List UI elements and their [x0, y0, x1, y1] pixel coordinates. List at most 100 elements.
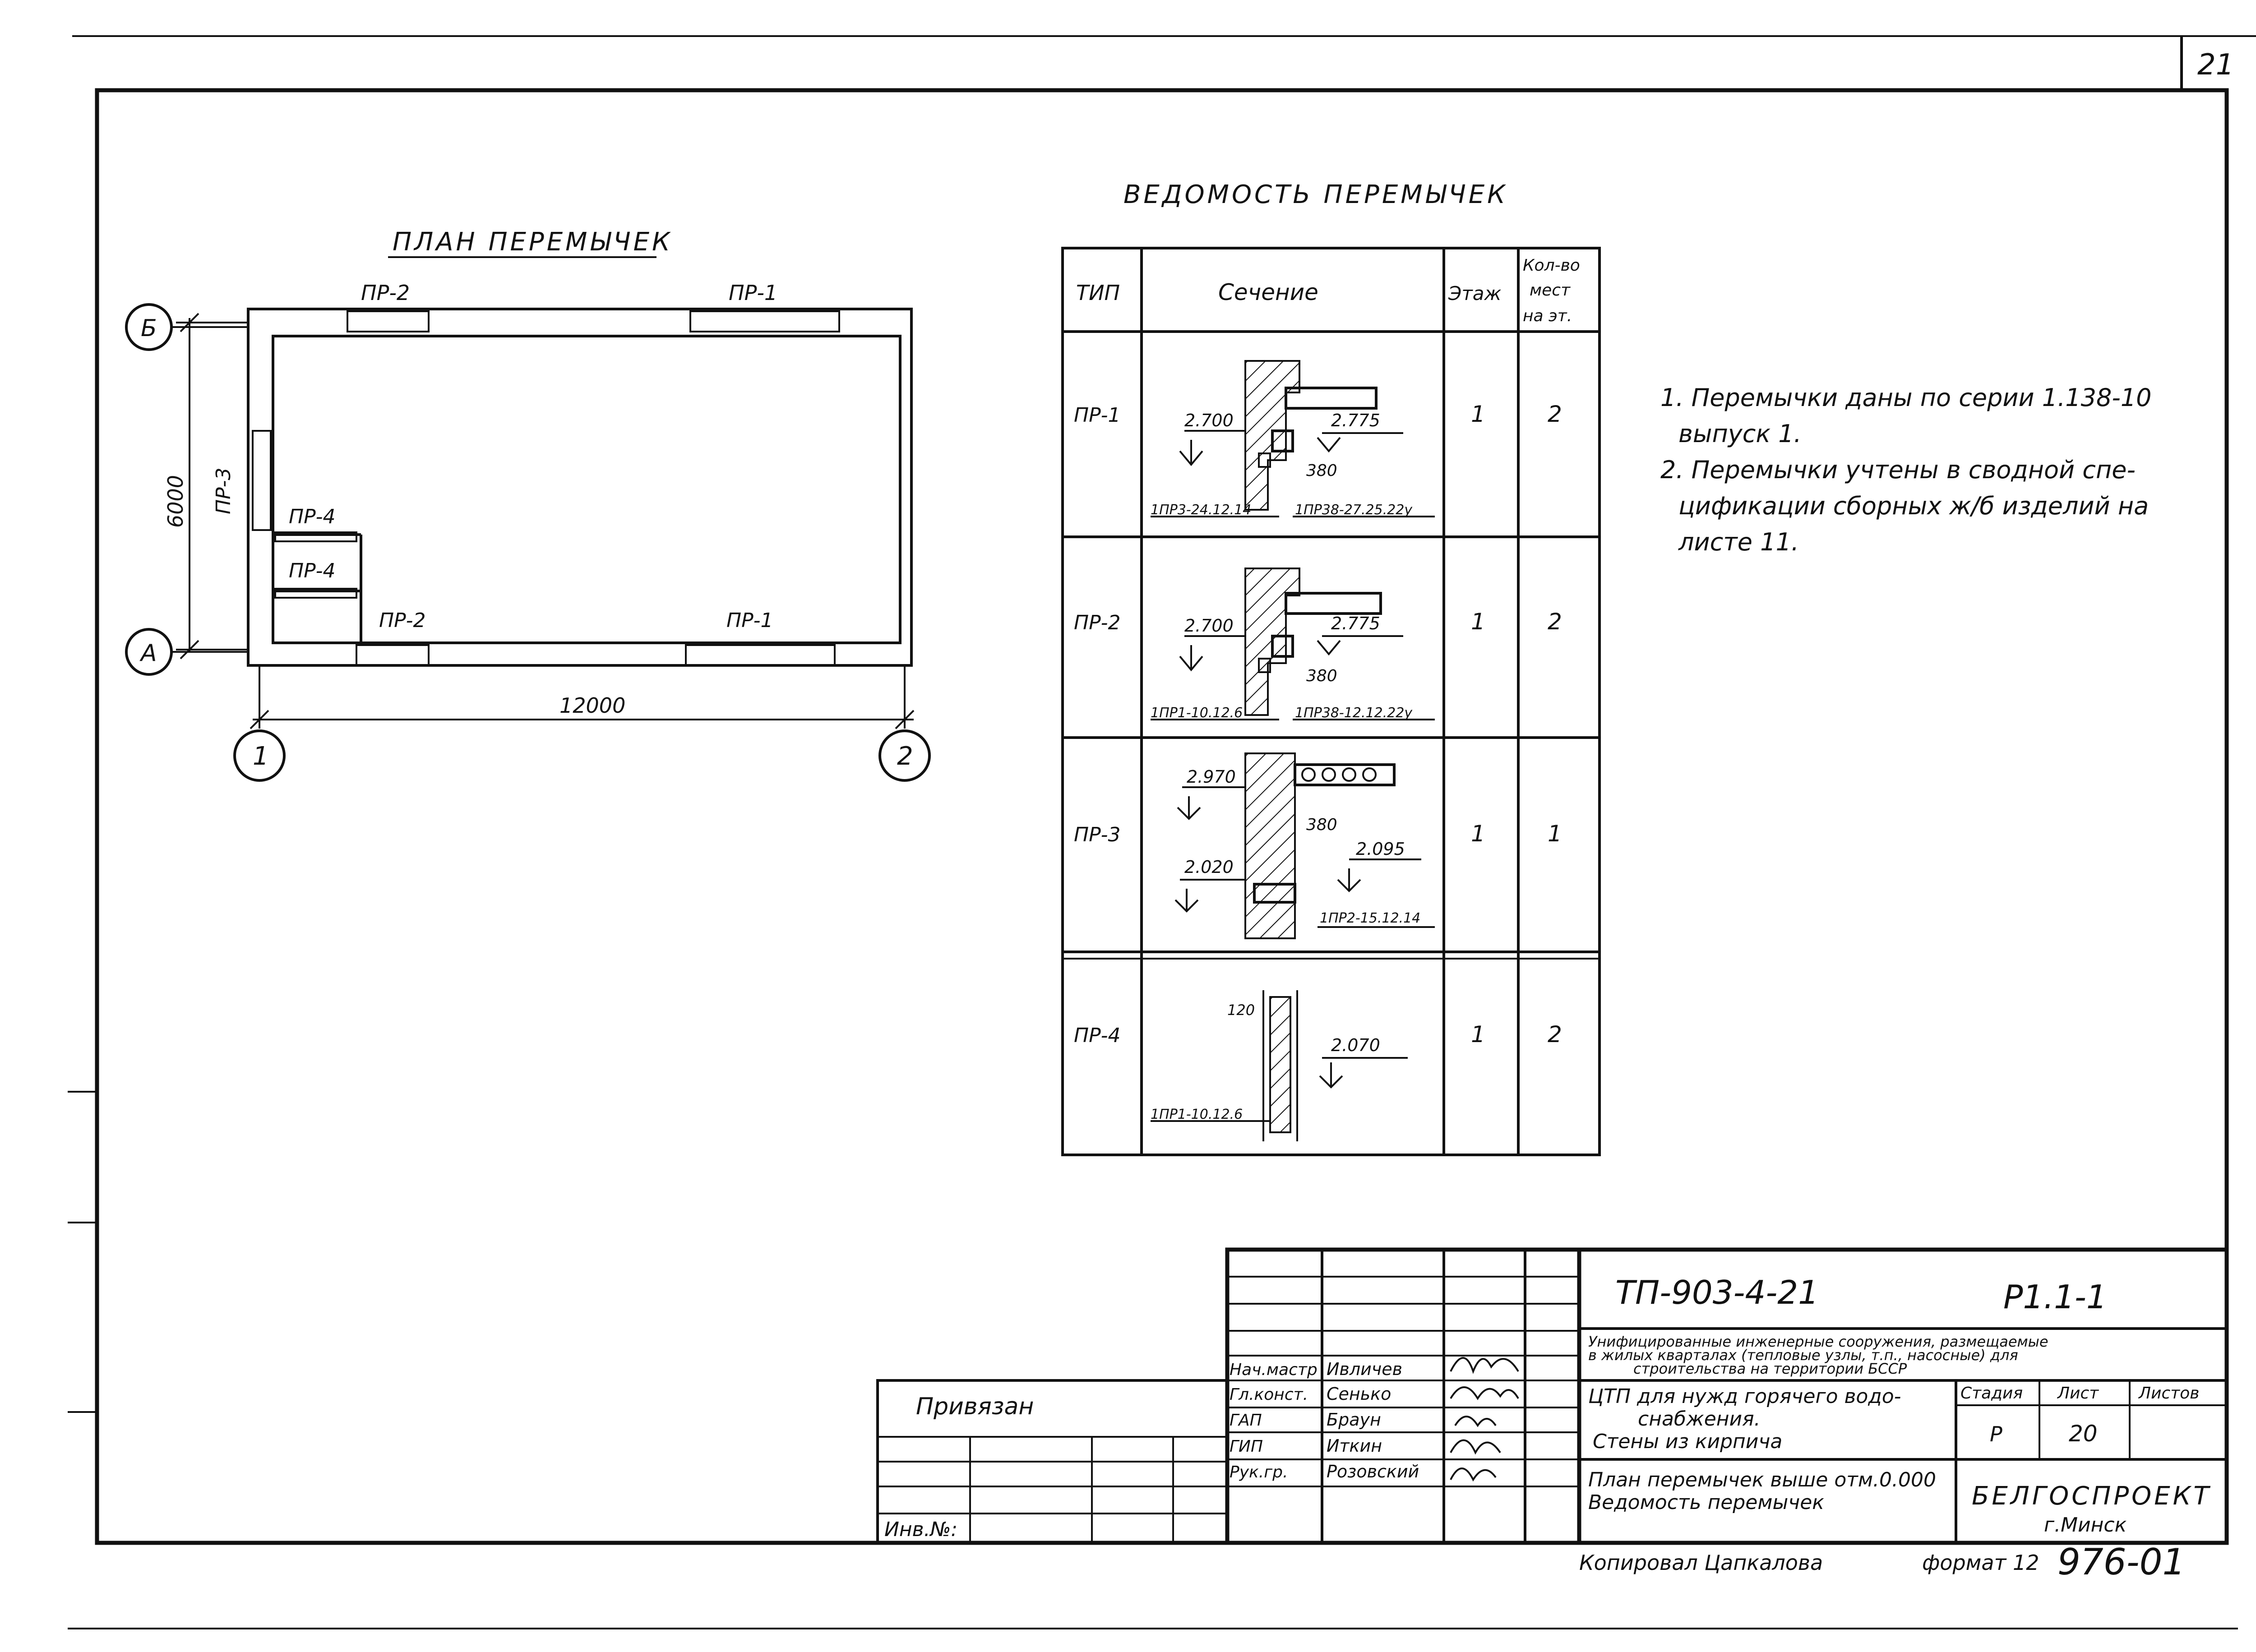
row-count: 2	[1548, 401, 1562, 427]
section-lintel	[1253, 883, 1296, 904]
format-label: формат 12	[1922, 1550, 2039, 1575]
organization-city: г.Минск	[2044, 1514, 2127, 1537]
sheet-title-1: План перемычек выше отм.0.000	[1588, 1468, 1936, 1491]
plan-inner-wall	[272, 335, 901, 644]
section-slab	[1294, 763, 1396, 786]
plan-outer-wall	[247, 308, 913, 667]
signature-5	[1450, 1467, 1497, 1482]
section-slab	[1285, 592, 1382, 615]
name-2: Сенько	[1327, 1384, 1391, 1404]
sheet-frame	[68, 35, 2256, 1629]
plan-label-pr2-bottom: ПР-2	[379, 609, 426, 632]
name-4: Иткин	[1327, 1436, 1382, 1456]
row-mark-a: 2.070	[1331, 1035, 1380, 1055]
section-lintel	[1271, 635, 1294, 658]
axis-bubble-2	[878, 729, 931, 782]
object-name-2: снабжения.	[1638, 1407, 1761, 1431]
note-2-line-1: 2. Перемычки учтены в сводной спе-	[1660, 456, 2136, 484]
general-notes: 1. Перемычки даны по серии 1.138-10 выпу…	[1660, 383, 2152, 556]
plan-title: ПЛАН ПЕРЕМЫЧЕК	[393, 227, 673, 257]
row-dim: 120	[1227, 1001, 1255, 1019]
section-wall-hatch	[1244, 752, 1296, 939]
project-code: ТП-903-4-21	[1615, 1274, 1819, 1311]
plan-label-pr4-b: ПР-4	[289, 559, 336, 582]
role-2: Гл.конст.	[1230, 1385, 1308, 1404]
copied-by: Копировал Цапкалова	[1579, 1550, 1823, 1575]
row-pos-a: 1ПР3-24.12.14	[1151, 502, 1251, 518]
axis-label-1: 1	[253, 742, 269, 771]
lintel-schedule: ВЕДОМОСТЬ ПЕРЕМЫЧЕК ТИП Сечение Этаж Кол…	[1061, 180, 1601, 1156]
signature-2	[1450, 1386, 1519, 1400]
plan-dim-height: 6000	[163, 475, 188, 528]
row-dim: 380	[1306, 667, 1337, 685]
project-desc-1: Унифицированные инженерные сооружения, р…	[1588, 1333, 2048, 1350]
lintel-pr4-b	[274, 588, 357, 599]
schedule-header-section: Сечение	[1218, 279, 1318, 305]
row-dim: 380	[1306, 461, 1337, 480]
row-mark-a: 2.700	[1184, 411, 1234, 430]
note-1-line-1: 1. Перемычки даны по серии 1.138-10	[1660, 383, 2152, 412]
role-5: Рук.гр.	[1230, 1463, 1288, 1481]
section-wall-hatch	[1269, 996, 1291, 1133]
row-type: ПР-1	[1074, 404, 1121, 427]
row-pos-a: 1ПР2-15.12.14	[1320, 910, 1420, 926]
schedule-row-pr3: ПР-3 1 1 2.970 2.020 380 2.095 1ПР2-15.1…	[1074, 752, 1562, 939]
note-2-line-3: листе 11.	[1678, 528, 1799, 556]
organization-name: БЕЛГОСПРОЕКТ	[1972, 1481, 2212, 1511]
project-desc-2: в жилых кварталах (тепловые узлы, т.п., …	[1588, 1347, 2018, 1364]
schedule-row-pr4: ПР-4 1 2 120 2.070 1ПР1-10.12.6	[1074, 990, 1562, 1141]
lintel-plan: ПЛАН ПЕРЕМЫЧЕК ПР-2 ПР-1 ПР-4 ПР-4 ПР-2 …	[125, 227, 931, 782]
lintel-pr4-a	[274, 531, 357, 542]
schedule-header-floor: Этаж	[1448, 282, 1502, 305]
name-5: Розовский	[1327, 1462, 1419, 1481]
name-1: Ивличев	[1327, 1359, 1402, 1379]
title-block: Привязан Инв.№: Нач.мастр Гл.конст. ГАП …	[876, 1247, 2227, 1583]
sheet-number: 21	[2197, 48, 2234, 82]
axis-label-2: 2	[897, 742, 913, 771]
signature-4	[1450, 1439, 1501, 1455]
schedule-header-count-2: мест	[1530, 281, 1571, 300]
project-desc-3: строительства на территории БССР	[1633, 1360, 1907, 1377]
signature-3	[1454, 1416, 1497, 1427]
row-pos-a: 1ПР1-10.12.6	[1151, 1107, 1243, 1122]
row-type: ПР-4	[1074, 1024, 1121, 1047]
schedule-title: ВЕДОМОСТЬ ПЕРЕМЫЧЕК	[1123, 180, 1508, 209]
lintel-pr2-top	[347, 310, 430, 332]
row-type: ПР-3	[1074, 823, 1121, 846]
row-floor: 1	[1471, 821, 1485, 847]
row-floor: 1	[1471, 401, 1485, 427]
axis-label-a: А	[139, 640, 157, 667]
row-floor: 1	[1471, 609, 1485, 635]
row-mark-c: 2.095	[1356, 839, 1405, 859]
row-count: 2	[1548, 1021, 1562, 1047]
lintel-pr3-left	[252, 430, 272, 531]
object-name-1: ЦТП для нужд горячего водо-	[1588, 1385, 1901, 1408]
object-name-3: Стены из кирпича	[1593, 1430, 1782, 1453]
row-dim: 380	[1306, 816, 1337, 834]
note-2-line-2: цификации сборных ж/б изделий на	[1678, 492, 2149, 520]
note-1-line-2: выпуск 1.	[1678, 420, 1802, 448]
row-mark-a: 2.700	[1184, 616, 1234, 636]
lintel-pr1-bottom	[685, 644, 836, 666]
section-slab	[1285, 387, 1378, 410]
section-lintel	[1271, 429, 1294, 452]
sheet-value: 20	[2069, 1421, 2098, 1447]
stage-header: Стадия	[1960, 1384, 2023, 1403]
row-pos-b: 1ПР38-12.12.22у	[1295, 705, 1413, 721]
sheet-title-2: Ведомость перемычек	[1588, 1491, 1824, 1514]
row-mark-b: 2.775	[1331, 411, 1380, 430]
axis-bubble-1	[233, 729, 286, 782]
stage-value: Р	[1990, 1422, 2002, 1446]
role-3: ГАП	[1230, 1411, 1262, 1430]
lintel-pr2-bottom	[356, 644, 430, 666]
row-mark-a: 2.970	[1187, 767, 1236, 787]
plan-label-pr4-a: ПР-4	[289, 505, 336, 528]
binding-label: Привязан	[916, 1393, 1034, 1420]
archive-number: 976-01	[2057, 1541, 2185, 1583]
row-mark-b: 2.775	[1331, 614, 1380, 633]
name-3: Браун	[1327, 1410, 1381, 1430]
inventory-label: Инв.№:	[884, 1518, 957, 1541]
plan-label-pr1-bottom: ПР-1	[726, 609, 773, 632]
axis-label-b: Б	[141, 315, 157, 342]
schedule-table-border	[1061, 247, 1601, 1156]
